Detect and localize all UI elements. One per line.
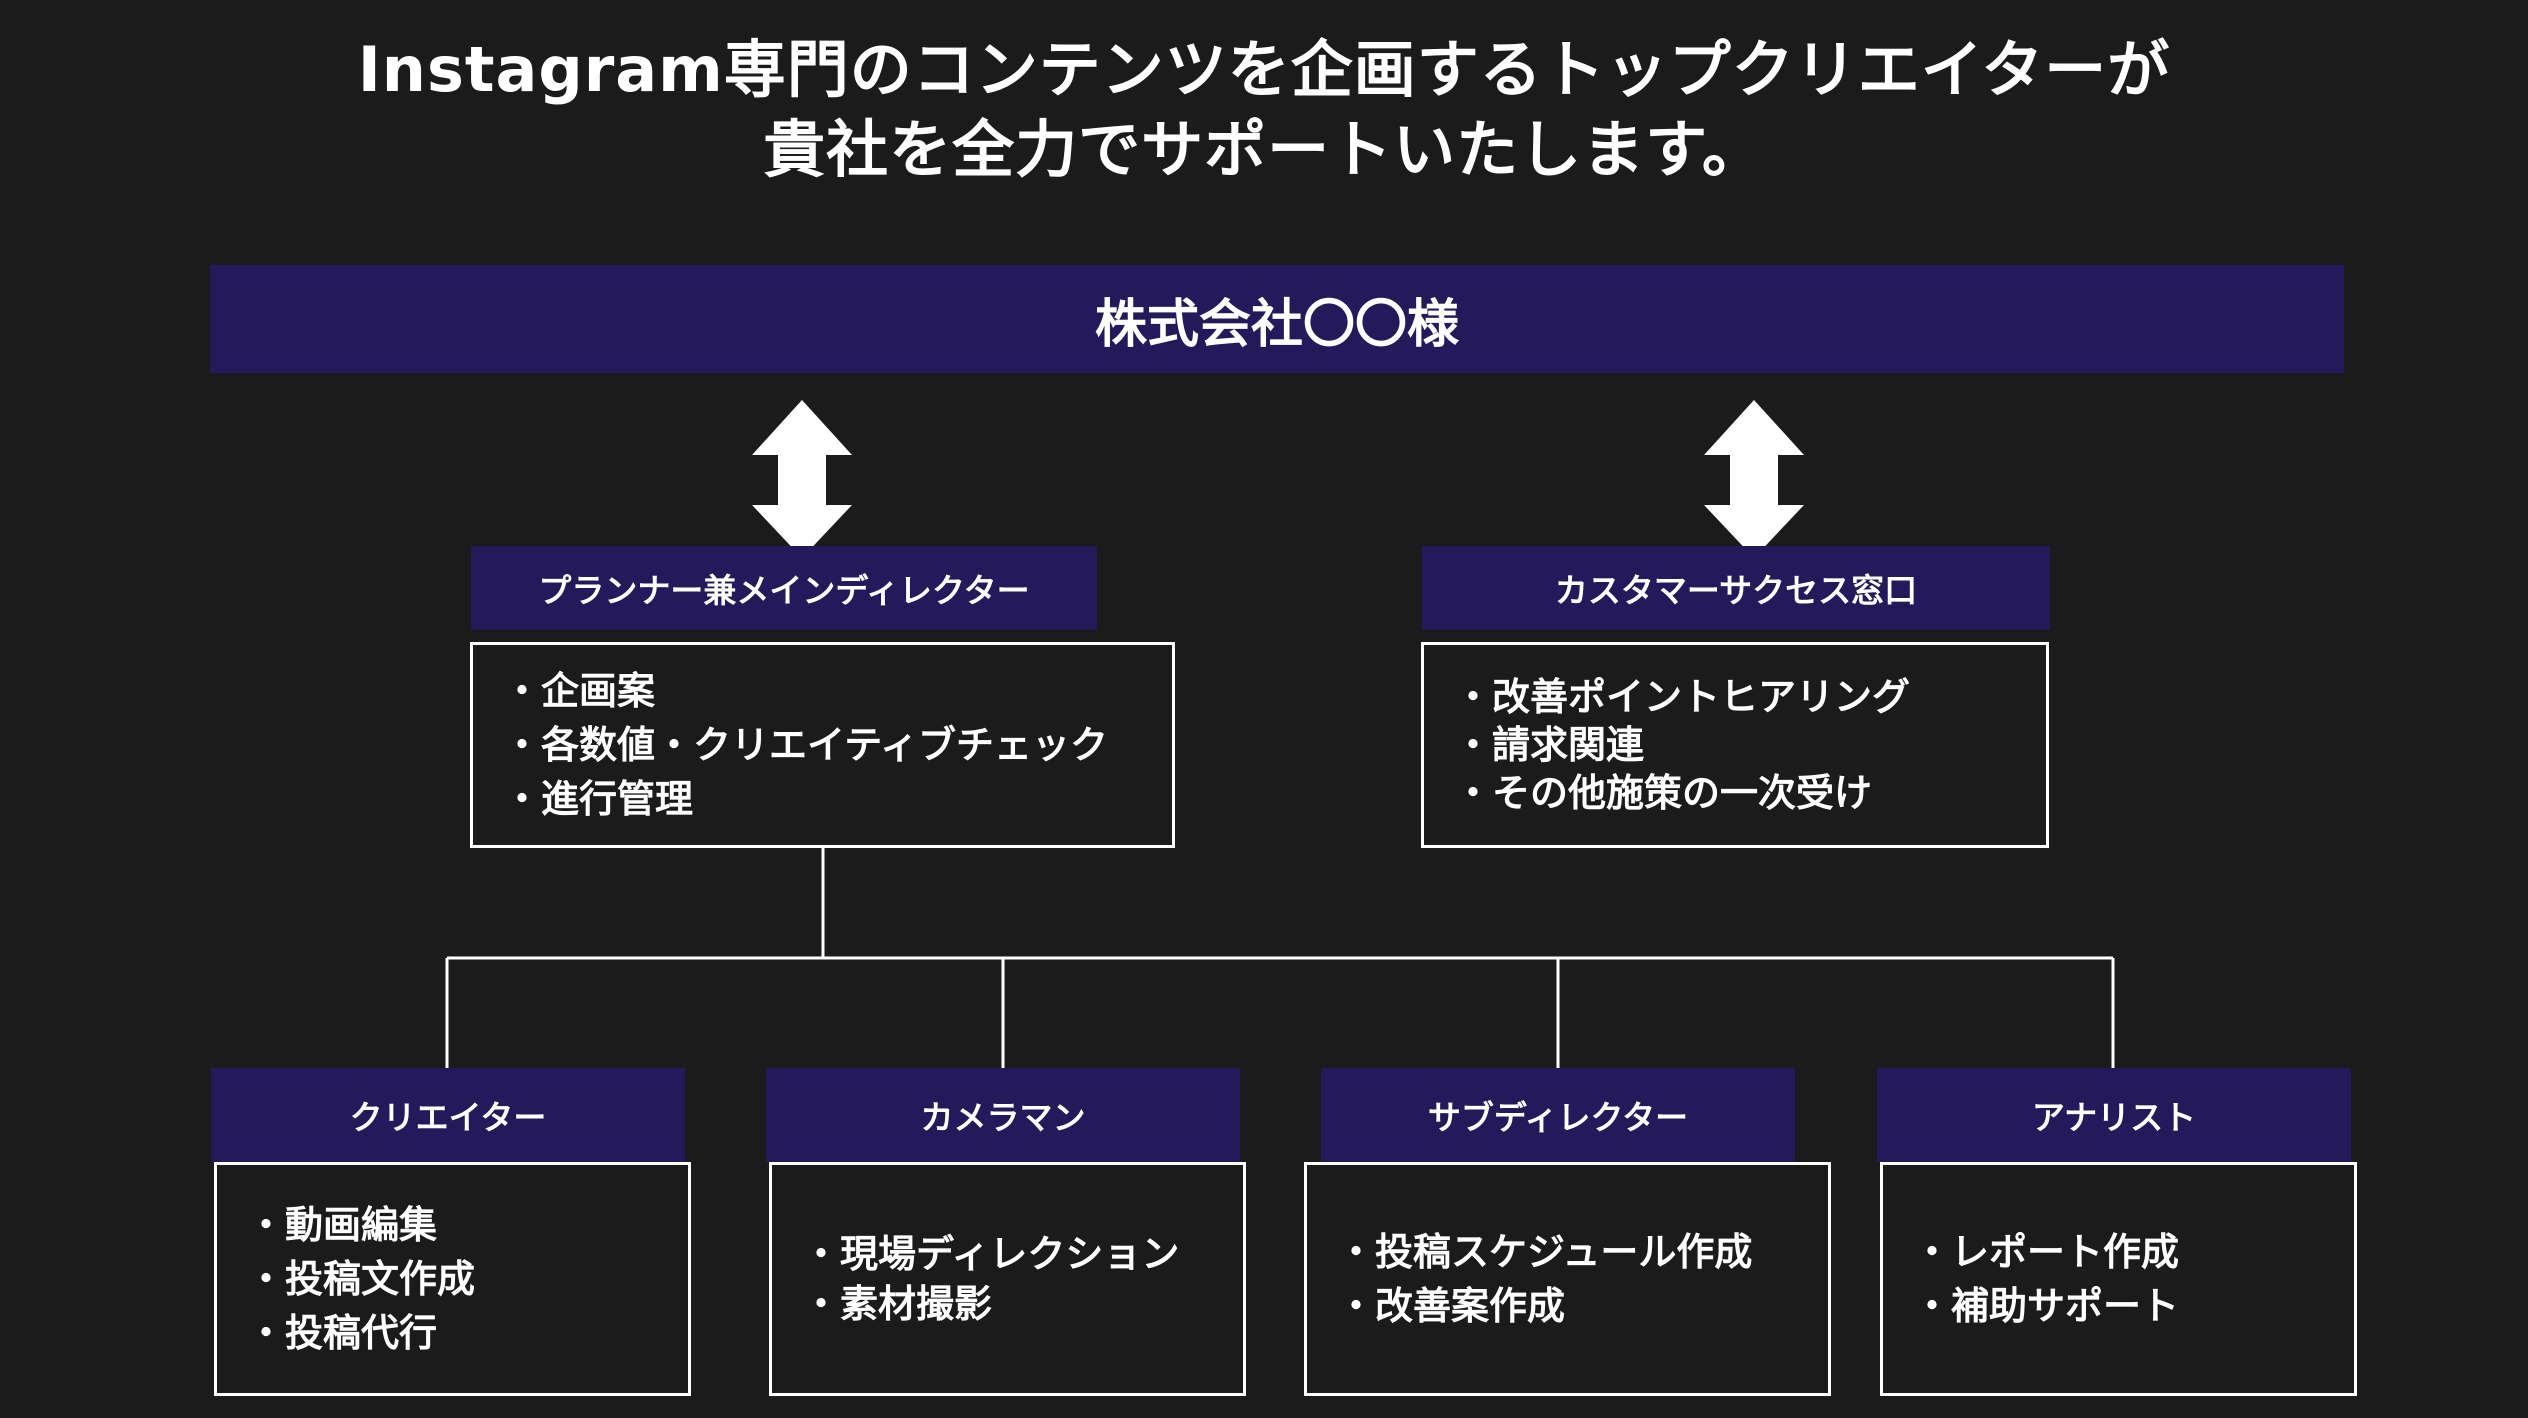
creator-title-band: クリエイター [211, 1068, 685, 1162]
customer-success-title-band: カスタマーサクセス窓口 [1422, 546, 2050, 630]
customer-success-duty-3: ・その他施策の一次受け [1454, 771, 1873, 815]
creator-duty-2: ・投稿文作成 [247, 1257, 476, 1301]
planner-title: プランナー兼メインディレクター [538, 571, 1030, 610]
creator-duties-box: ・動画編集 ・投稿文作成 ・投稿代行 [214, 1162, 691, 1396]
planner-title-band: プランナー兼メインディレクター [471, 546, 1097, 630]
title-line-2: 貴社を全力でサポートいたします。 [763, 113, 1765, 186]
cameraman-title: カメラマン [920, 1098, 1086, 1137]
page-title: Instagram専門のコンテンツを企画するトップクリエイターが 貴社を全力でサ… [0, 30, 2528, 190]
cameraman-duties-box: ・現場ディレクション ・素材撮影 [769, 1162, 1246, 1396]
planner-duty-3: ・進行管理 [503, 777, 694, 821]
client-label: 株式会社〇〇様 [1094, 294, 1459, 355]
planner-duty-1: ・企画案 [503, 669, 656, 713]
creator-duty-1: ・動画編集 [247, 1203, 438, 1247]
creator-duty-3: ・投稿代行 [247, 1311, 438, 1355]
analyst-title-band: アナリスト [1877, 1068, 2351, 1162]
cameraman-duty-2: ・素材撮影 [802, 1282, 993, 1326]
analyst-duties-box: ・レポート作成 ・補助サポート [1880, 1162, 2357, 1396]
double-arrow-icon-left [752, 400, 852, 558]
sub-director-title: サブディレクター [1427, 1098, 1689, 1137]
analyst-duty-1: ・レポート作成 [1913, 1230, 2180, 1274]
customer-success-duty-1: ・改善ポイントヒアリング [1454, 675, 1911, 719]
sub-director-duty-2: ・改善案作成 [1337, 1284, 1566, 1328]
title-line-1: Instagram専門のコンテンツを企画するトップクリエイターが [357, 33, 2171, 106]
sub-director-title-band: サブディレクター [1321, 1068, 1795, 1162]
cameraman-duty-1: ・現場ディレクション [802, 1232, 1180, 1276]
cameraman-title-band: カメラマン [766, 1068, 1240, 1162]
customer-success-duties-box: ・改善ポイントヒアリング ・請求関連 ・その他施策の一次受け [1421, 642, 2049, 848]
planner-duties-box: ・企画案 ・各数値・クリエイティブチェック ・進行管理 [470, 642, 1175, 848]
sub-director-duty-1: ・投稿スケジュール作成 [1337, 1230, 1753, 1274]
analyst-duty-2: ・補助サポート [1913, 1284, 2180, 1328]
client-band: 株式会社〇〇様 [210, 265, 2344, 373]
customer-success-duty-2: ・請求関連 [1454, 723, 1645, 767]
planner-duty-2: ・各数値・クリエイティブチェック [503, 723, 1108, 767]
analyst-title: アナリスト [2031, 1098, 2197, 1137]
double-arrow-icon-right [1704, 400, 1804, 558]
customer-success-title: カスタマーサクセス窓口 [1554, 571, 1918, 610]
sub-director-duties-box: ・投稿スケジュール作成 ・改善案作成 [1304, 1162, 1831, 1396]
org-connector-lines [445, 847, 2115, 1068]
creator-title: クリエイター [349, 1098, 547, 1137]
